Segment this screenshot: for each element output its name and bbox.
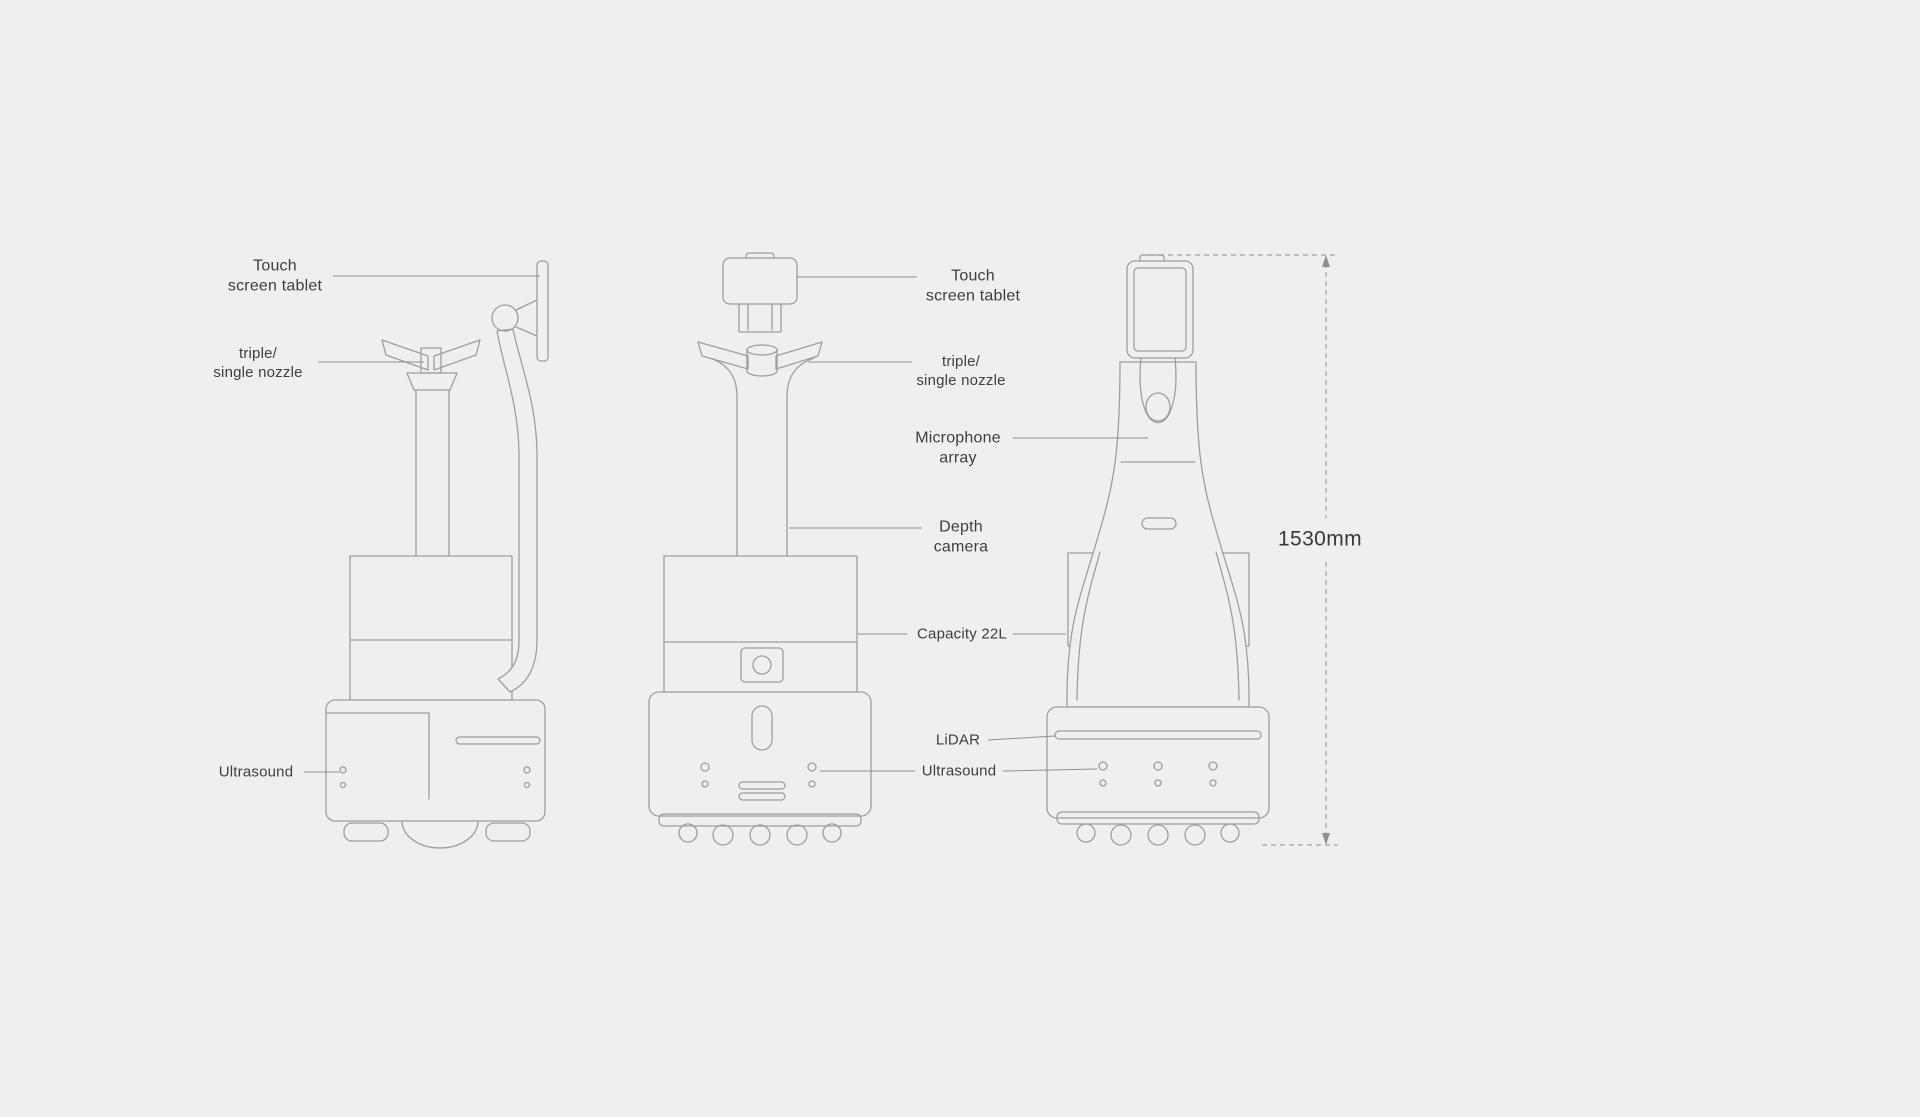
front-wheel bbox=[786, 824, 808, 846]
leader-lines bbox=[304, 275, 1148, 773]
front-tank-port-cap bbox=[752, 655, 772, 675]
side-lidar-slot bbox=[455, 736, 541, 745]
front-ultrasound-sensor bbox=[701, 780, 709, 788]
side-caster-wheel bbox=[343, 822, 389, 842]
side-ultrasound-sensor bbox=[339, 781, 347, 789]
front-collar bbox=[786, 357, 815, 395]
back-wheel bbox=[1184, 824, 1206, 846]
back-lidar-slot bbox=[1054, 730, 1262, 740]
side-ultrasound-sensor bbox=[339, 766, 347, 774]
front-vent-slot bbox=[738, 792, 786, 801]
front-tank-port bbox=[740, 647, 784, 683]
label-side-ultrasound: Ultrasound bbox=[218, 763, 294, 781]
back-body bbox=[1066, 361, 1250, 708]
label-side-touch-screen-tablet: Touch screen tablet bbox=[227, 257, 323, 295]
side-touch-screen-tablet bbox=[536, 260, 549, 362]
label-capacity: Capacity 22L bbox=[917, 625, 1007, 643]
dimension-lines bbox=[1150, 254, 1338, 846]
side-tablet-arm bbox=[515, 326, 538, 337]
front-touch-screen-tablet bbox=[722, 257, 798, 305]
side-caster-wheel bbox=[485, 822, 531, 842]
back-depth-camera bbox=[1141, 517, 1177, 530]
back-ultrasound-sensor bbox=[1208, 761, 1218, 771]
front-ultrasound-sensor bbox=[700, 762, 710, 772]
front-collar bbox=[709, 357, 738, 395]
label-depth-camera: Depth camera bbox=[933, 518, 989, 556]
front-nozzle-hub bbox=[746, 344, 778, 356]
back-wheel bbox=[1076, 823, 1096, 843]
front-vent-slot bbox=[738, 781, 786, 790]
front-tank bbox=[663, 555, 858, 693]
side-nozzle-base bbox=[406, 372, 458, 391]
front-wheel bbox=[678, 823, 698, 843]
front-base-slot bbox=[751, 705, 773, 751]
dimension-arrow-up bbox=[1322, 255, 1330, 267]
front-nozzle-wing-left bbox=[697, 341, 749, 370]
side-tablet-joint bbox=[491, 304, 519, 332]
front-chassis-strip bbox=[658, 813, 862, 827]
back-touch-screen-tablet bbox=[1126, 260, 1194, 359]
back-tablet-screen bbox=[1133, 267, 1187, 352]
label-front-nozzle: triple/ single nozzle bbox=[916, 352, 1006, 389]
back-wheel bbox=[1147, 824, 1169, 846]
back-microphone-array-opening bbox=[1145, 392, 1171, 422]
back-ultrasound-sensor bbox=[1098, 761, 1108, 771]
back-body-contour bbox=[1076, 551, 1101, 701]
back-ultrasound-sensor bbox=[1154, 779, 1162, 787]
side-nozzle-wing-left bbox=[381, 339, 429, 371]
back-ultrasound-sensor bbox=[1153, 761, 1163, 771]
label-front-touch-screen-tablet: Touch screen tablet bbox=[925, 267, 1021, 305]
side-tablet-pole bbox=[496, 328, 538, 693]
back-body-contour bbox=[1215, 551, 1240, 701]
label-side-nozzle: triple/ single nozzle bbox=[213, 344, 303, 381]
front-wheel bbox=[822, 823, 842, 843]
back-wheel bbox=[1220, 823, 1240, 843]
robot-back-view-drawing bbox=[1046, 254, 1270, 846]
front-nozzle-wing-right bbox=[775, 341, 823, 370]
leader-ultrasound-right bbox=[1002, 768, 1098, 772]
front-nozzle-hub bbox=[746, 370, 778, 377]
label-overall-height-dimension: 1530mm bbox=[1277, 527, 1363, 551]
front-ultrasound-sensor bbox=[807, 762, 817, 772]
label-lidar: LiDAR bbox=[935, 731, 981, 749]
side-tablet-arm bbox=[515, 299, 538, 311]
side-ultrasound-sensor bbox=[523, 766, 531, 774]
robot-side-view-drawing bbox=[325, 260, 549, 849]
side-ultrasound-sensor bbox=[523, 781, 531, 789]
back-ultrasound-sensor bbox=[1099, 779, 1107, 787]
back-wheel bbox=[1110, 824, 1132, 846]
label-center-ultrasound: Ultrasound bbox=[921, 762, 997, 780]
back-chassis-strip bbox=[1056, 811, 1260, 825]
back-microphone-array bbox=[1139, 355, 1177, 424]
front-ultrasound-sensor bbox=[808, 780, 816, 788]
side-drive-wheel bbox=[401, 820, 479, 849]
label-microphone-array: Microphone array bbox=[915, 429, 1001, 467]
side-base bbox=[325, 699, 546, 822]
dimension-arrow-down bbox=[1322, 833, 1330, 845]
leader-lidar bbox=[987, 735, 1056, 741]
front-wheel bbox=[712, 824, 734, 846]
back-ultrasound-sensor bbox=[1209, 779, 1217, 787]
front-tablet-bracket bbox=[738, 303, 782, 333]
side-tank bbox=[349, 555, 513, 701]
side-nozzle-wing-right bbox=[433, 339, 481, 371]
front-wheel bbox=[749, 824, 771, 846]
robot-front-view-drawing bbox=[648, 252, 872, 846]
front-base bbox=[648, 691, 872, 817]
